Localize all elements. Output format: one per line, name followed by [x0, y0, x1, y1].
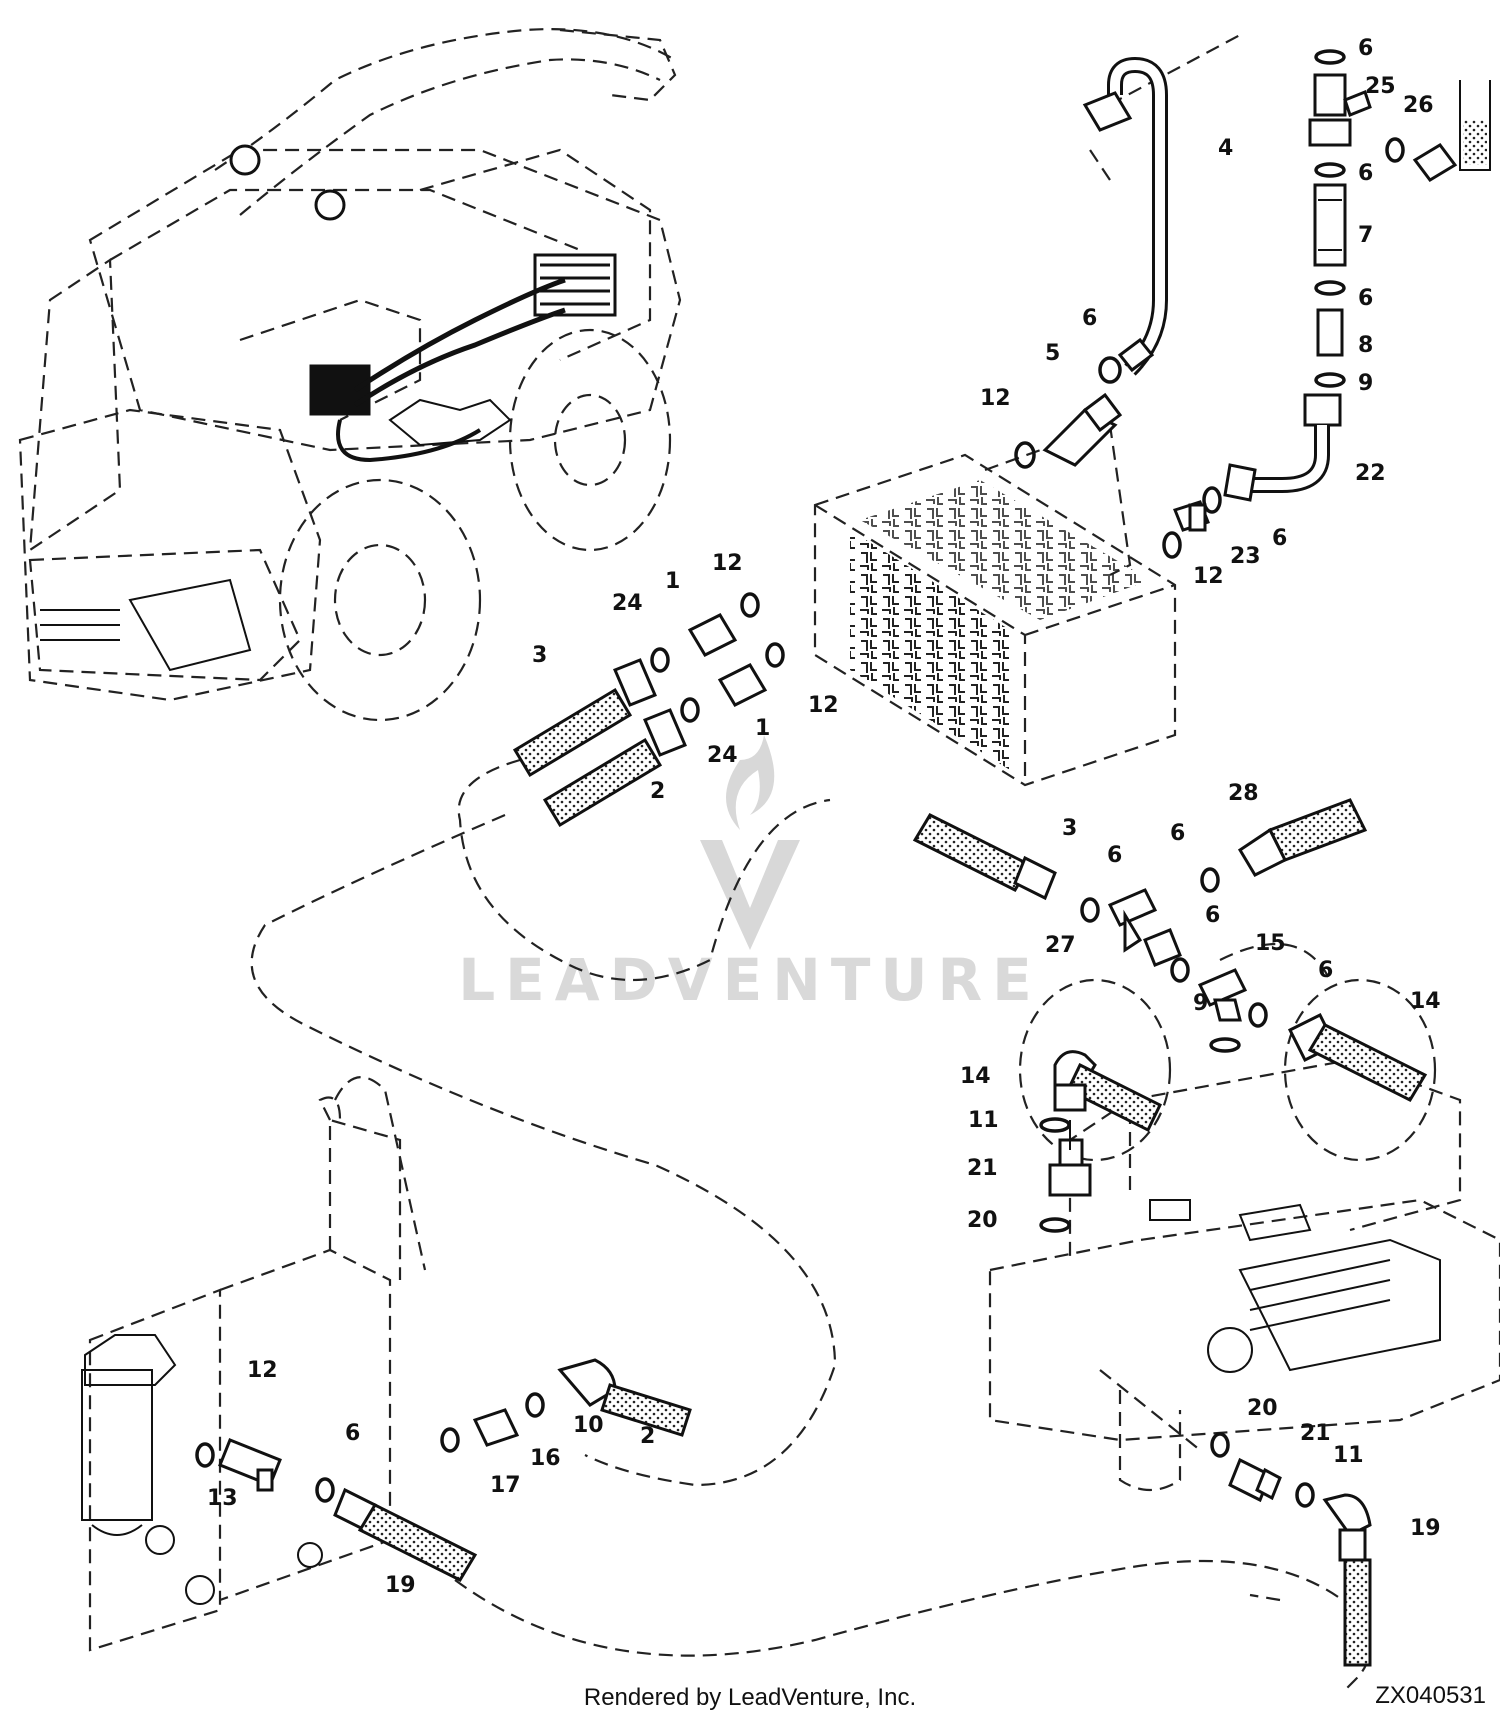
- callout-7: 7: [1358, 223, 1373, 248]
- valve-stack: [1162, 49, 1491, 559]
- callout-12: 12: [1193, 564, 1224, 589]
- hose-cluster-upper: [512, 592, 785, 828]
- tube-part-4: [1082, 56, 1168, 376]
- callout-21: 21: [967, 1156, 998, 1181]
- callout-28: 28: [1228, 781, 1259, 806]
- callout-24: 24: [612, 591, 643, 616]
- fitting-bottom-left: [195, 1358, 692, 1582]
- callout-21: 21: [1300, 1421, 1331, 1446]
- callout-17: 17: [490, 1473, 521, 1498]
- callout-19: 19: [1410, 1516, 1441, 1541]
- callout-9: 9: [1358, 371, 1373, 396]
- callout-23: 23: [1230, 544, 1261, 569]
- callout-labels: 1 1 2 2 3 3 4 5 6 6 6 6 6 6 6 6 6 6 7 8 …: [207, 36, 1441, 1598]
- callout-11: 11: [1333, 1443, 1364, 1468]
- callout-16: 16: [530, 1446, 561, 1471]
- callout-13: 13: [207, 1486, 238, 1511]
- callout-6: 6: [1358, 161, 1373, 186]
- callout-11: 11: [968, 1108, 999, 1133]
- callout-1: 1: [665, 569, 680, 594]
- hose-cluster-middle: [912, 798, 1428, 1102]
- callout-1: 1: [755, 716, 770, 741]
- callout-9: 9: [1193, 991, 1208, 1016]
- callout-6: 6: [1205, 903, 1220, 928]
- callout-20: 20: [1247, 1396, 1278, 1421]
- callout-12: 12: [712, 551, 743, 576]
- watermark-logo: [700, 735, 800, 950]
- callout-12: 12: [808, 693, 839, 718]
- footer-rendered-by: Rendered by LeadVenture, Inc.: [583, 1684, 917, 1711]
- callout-6: 6: [1272, 526, 1287, 551]
- callout-25: 25: [1365, 74, 1396, 99]
- callout-6: 6: [1107, 843, 1122, 868]
- callout-10: 10: [573, 1413, 604, 1438]
- callout-26: 26: [1403, 93, 1434, 118]
- callout-15: 15: [1255, 931, 1286, 956]
- callout-6: 6: [1318, 958, 1333, 983]
- callout-14: 14: [1410, 989, 1441, 1014]
- callout-2: 2: [640, 1424, 655, 1449]
- callout-3: 3: [1062, 816, 1077, 841]
- callout-20: 20: [967, 1208, 998, 1233]
- fitting-part-5: [1014, 356, 1123, 469]
- callout-19: 19: [385, 1573, 416, 1598]
- callout-6: 6: [1082, 306, 1097, 331]
- oil-cooler: [813, 453, 1177, 787]
- leader-lines: [250, 34, 1372, 1691]
- callout-4: 4: [1218, 136, 1233, 161]
- callout-14: 14: [960, 1064, 991, 1089]
- callout-27: 27: [1045, 933, 1076, 958]
- filter-housing: [81, 1076, 427, 1652]
- diagram-code: ZX040531: [1375, 1682, 1486, 1709]
- fitting-stack-lower: [1039, 1050, 1162, 1233]
- callout-12: 12: [980, 386, 1011, 411]
- callout-6: 6: [345, 1421, 360, 1446]
- watermark-text: LEADVENTURE: [458, 946, 1042, 1014]
- callout-6: 6: [1170, 821, 1185, 846]
- machine-overview: [18, 28, 682, 722]
- pump-assembly: [988, 978, 1500, 1491]
- fitting-bottom-right: [1210, 1432, 1372, 1667]
- callout-6: 6: [1358, 286, 1373, 311]
- callout-24: 24: [707, 743, 738, 768]
- callout-3: 3: [532, 643, 547, 668]
- callout-8: 8: [1358, 333, 1373, 358]
- callout-6: 6: [1358, 36, 1373, 61]
- callout-12: 12: [247, 1358, 278, 1383]
- callout-5: 5: [1045, 341, 1060, 366]
- callout-2: 2: [650, 779, 665, 804]
- callout-22: 22: [1355, 461, 1386, 486]
